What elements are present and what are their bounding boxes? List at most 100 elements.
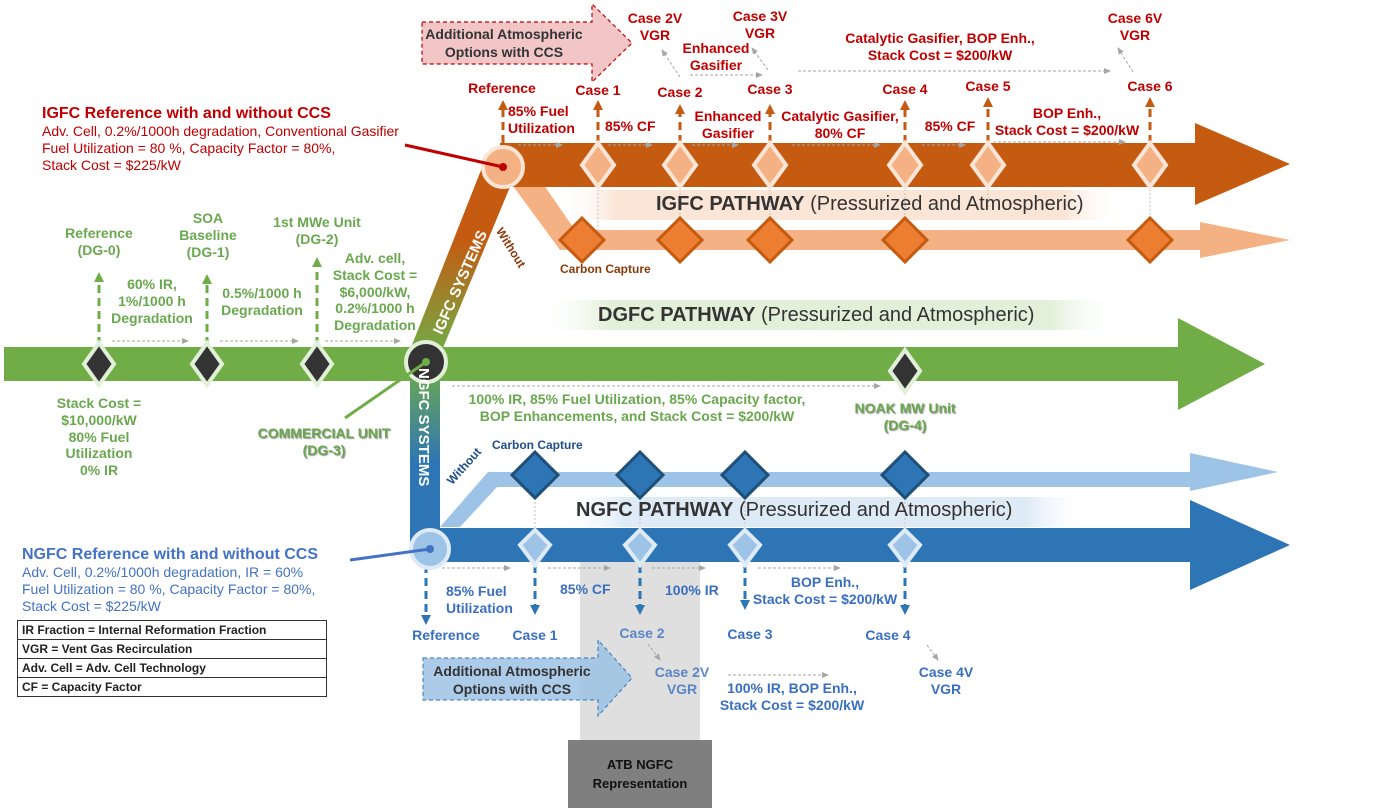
- step-line: Utilization: [446, 599, 513, 616]
- step-line: Stack Cost =: [332, 266, 418, 283]
- dgfc-title-band: [540, 300, 1120, 330]
- ngfc-systems-label: NGFC SYSTEMS: [415, 368, 432, 487]
- note-line: 80% Fuel: [68, 428, 130, 445]
- ngfc-case-arrows: [424, 565, 907, 615]
- ngfc-diamond-case1: [517, 527, 553, 569]
- legend-entry: CF = Capacity Factor: [17, 677, 327, 697]
- dgfc-diamond-dg4: [887, 346, 923, 396]
- pathway-subtitle: (Pressurized and Atmospheric): [738, 499, 1013, 521]
- atb-line: ATB NGFC: [606, 756, 674, 772]
- note-line: Stack Cost =: [56, 395, 142, 411]
- igfc-systems-branch: [408, 160, 515, 355]
- step-line: Stack Cost = $200/kW: [994, 121, 1140, 138]
- step-line: 100% IR, BOP Enh.,: [727, 680, 857, 696]
- step-line: Gasifier: [701, 124, 755, 141]
- igfc-main-track: [500, 143, 1200, 187]
- unit-line: NOAK MW Unit: [854, 400, 956, 416]
- igfc-diamond-case6: [1131, 139, 1169, 191]
- dgfc-diamond-dg2: [299, 339, 335, 389]
- igfc-case-4: Case 4: [882, 81, 928, 97]
- commercial-unit-label: COMMERCIAL UNIT(DG-3): [244, 425, 404, 459]
- ngfc-case-3: Case 3: [727, 626, 773, 642]
- case-line: VGR: [1119, 26, 1151, 43]
- ngfc-case-diamonds: [517, 527, 923, 569]
- commercial-unit-pointer: [344, 360, 427, 420]
- step-line: 85% CF: [605, 118, 656, 134]
- ngfc-diamond-case4: [887, 527, 923, 569]
- dgfc-main-track: [4, 347, 1184, 381]
- step-line: 85% Fuel: [508, 103, 569, 119]
- legend-row: IR Fraction = Internal Reformation Fract…: [17, 620, 327, 640]
- pathway-name: IGFC PATHWAY: [656, 193, 805, 215]
- ngfc-pathway-title: NGFC PATHWAY (Pressurized and Atmospheri…: [576, 499, 1012, 522]
- legend-entry: Adv. Cell = Adv. Cell Technology: [17, 658, 327, 678]
- callout-line: Additional Atmospheric: [433, 663, 591, 679]
- legend-row: CF = Capacity Factor: [17, 677, 327, 697]
- step-line: 1%/1000 h: [118, 292, 186, 309]
- igfc-diamond-case3: [751, 139, 789, 191]
- step-line: 60% IR,: [127, 276, 177, 292]
- note-line: 0% IR: [79, 462, 119, 479]
- igfc-case-arrows: [501, 105, 1152, 143]
- ngfc-diamond-case2: [622, 527, 658, 569]
- milestone-line: SOA: [192, 210, 224, 226]
- ngfc-main-track: [425, 528, 1190, 562]
- step-line: Degradation: [221, 301, 303, 318]
- igfc-reference-line: Stack Cost = $225/kW: [42, 156, 181, 173]
- step-line: 100% IR, 85% Fuel Utilization, 85% Capac…: [468, 391, 806, 407]
- ngfc-step-2: 85% CF: [560, 581, 611, 598]
- step-line: 85% CF: [560, 581, 611, 597]
- step-line: Adv. cell,: [344, 250, 406, 266]
- dgfc-pathway-title: DGFC PATHWAY (Pressurized and Atmospheri…: [598, 304, 1034, 327]
- step-line: Enhanced: [682, 40, 750, 56]
- case-line: Case 4V: [918, 664, 974, 680]
- dgfc-milestone-arrows: [97, 265, 319, 345]
- dgfc-noak-step: 100% IR, 85% Fuel Utilization, 85% Capac…: [462, 391, 812, 425]
- dgfc-milestone-dg0: Reference(DG-0): [54, 225, 144, 259]
- igfc-case-1: Case 1: [575, 82, 621, 98]
- ngfc-reference-title: NGFC Reference with and without CCS: [22, 546, 319, 563]
- dgfc-arrow-tips: [94, 257, 322, 284]
- step-line: 0.5%/1000 h: [222, 285, 302, 301]
- step-line: 80% CF: [814, 124, 866, 141]
- abbreviation-legend: IR Fraction = Internal Reformation Fract…: [17, 620, 327, 697]
- case-line: Case 2V: [627, 10, 683, 26]
- callout-line: Additional Atmospheric: [425, 26, 583, 42]
- igfc-step-6: BOP Enh.,Stack Cost = $200/kW: [988, 105, 1146, 139]
- igfc-reference-pointer: [404, 143, 504, 169]
- step-line: Utilization: [508, 119, 575, 136]
- dgfc-diamond-dg0: [81, 339, 117, 389]
- step-line: 85% Fuel: [446, 583, 507, 599]
- dgfc-arrow-head: [1178, 318, 1265, 410]
- dgfc-diamond-dg1: [189, 339, 225, 389]
- step-line: $6,000/kW,: [339, 283, 411, 300]
- unit-line: (DG-3): [302, 441, 346, 458]
- ngfc-reference-line: Stack Cost = $225/kW: [22, 597, 161, 614]
- case-line: Case 6V: [1107, 10, 1163, 26]
- case-line: Case 2V: [654, 664, 710, 680]
- case-line: VGR: [639, 26, 671, 43]
- milestone-line: (DG-2): [295, 230, 339, 247]
- ngfc-reference-line: Adv. Cell, 0.2%/1000h degradation, IR = …: [22, 564, 304, 581]
- case-line: VGR: [930, 680, 962, 697]
- ngfc-reference-line: Fuel Utilization = 80 %, Capacity Factor…: [22, 580, 316, 597]
- igfc-reference-line: Fuel Utilization = 80 %, Capacity Factor…: [42, 139, 336, 156]
- pathway-name: DGFC PATHWAY: [598, 304, 756, 326]
- ngfc-case-2: Case 2: [619, 625, 665, 641]
- milestone-line: 1st MWe Unit: [273, 214, 361, 230]
- igfc-arrow-head: [1195, 123, 1290, 205]
- igfc-step-2: 85% CF: [605, 118, 656, 135]
- step-line: Degradation: [334, 317, 416, 334]
- ngfc-step-3: 100% IR: [665, 582, 719, 599]
